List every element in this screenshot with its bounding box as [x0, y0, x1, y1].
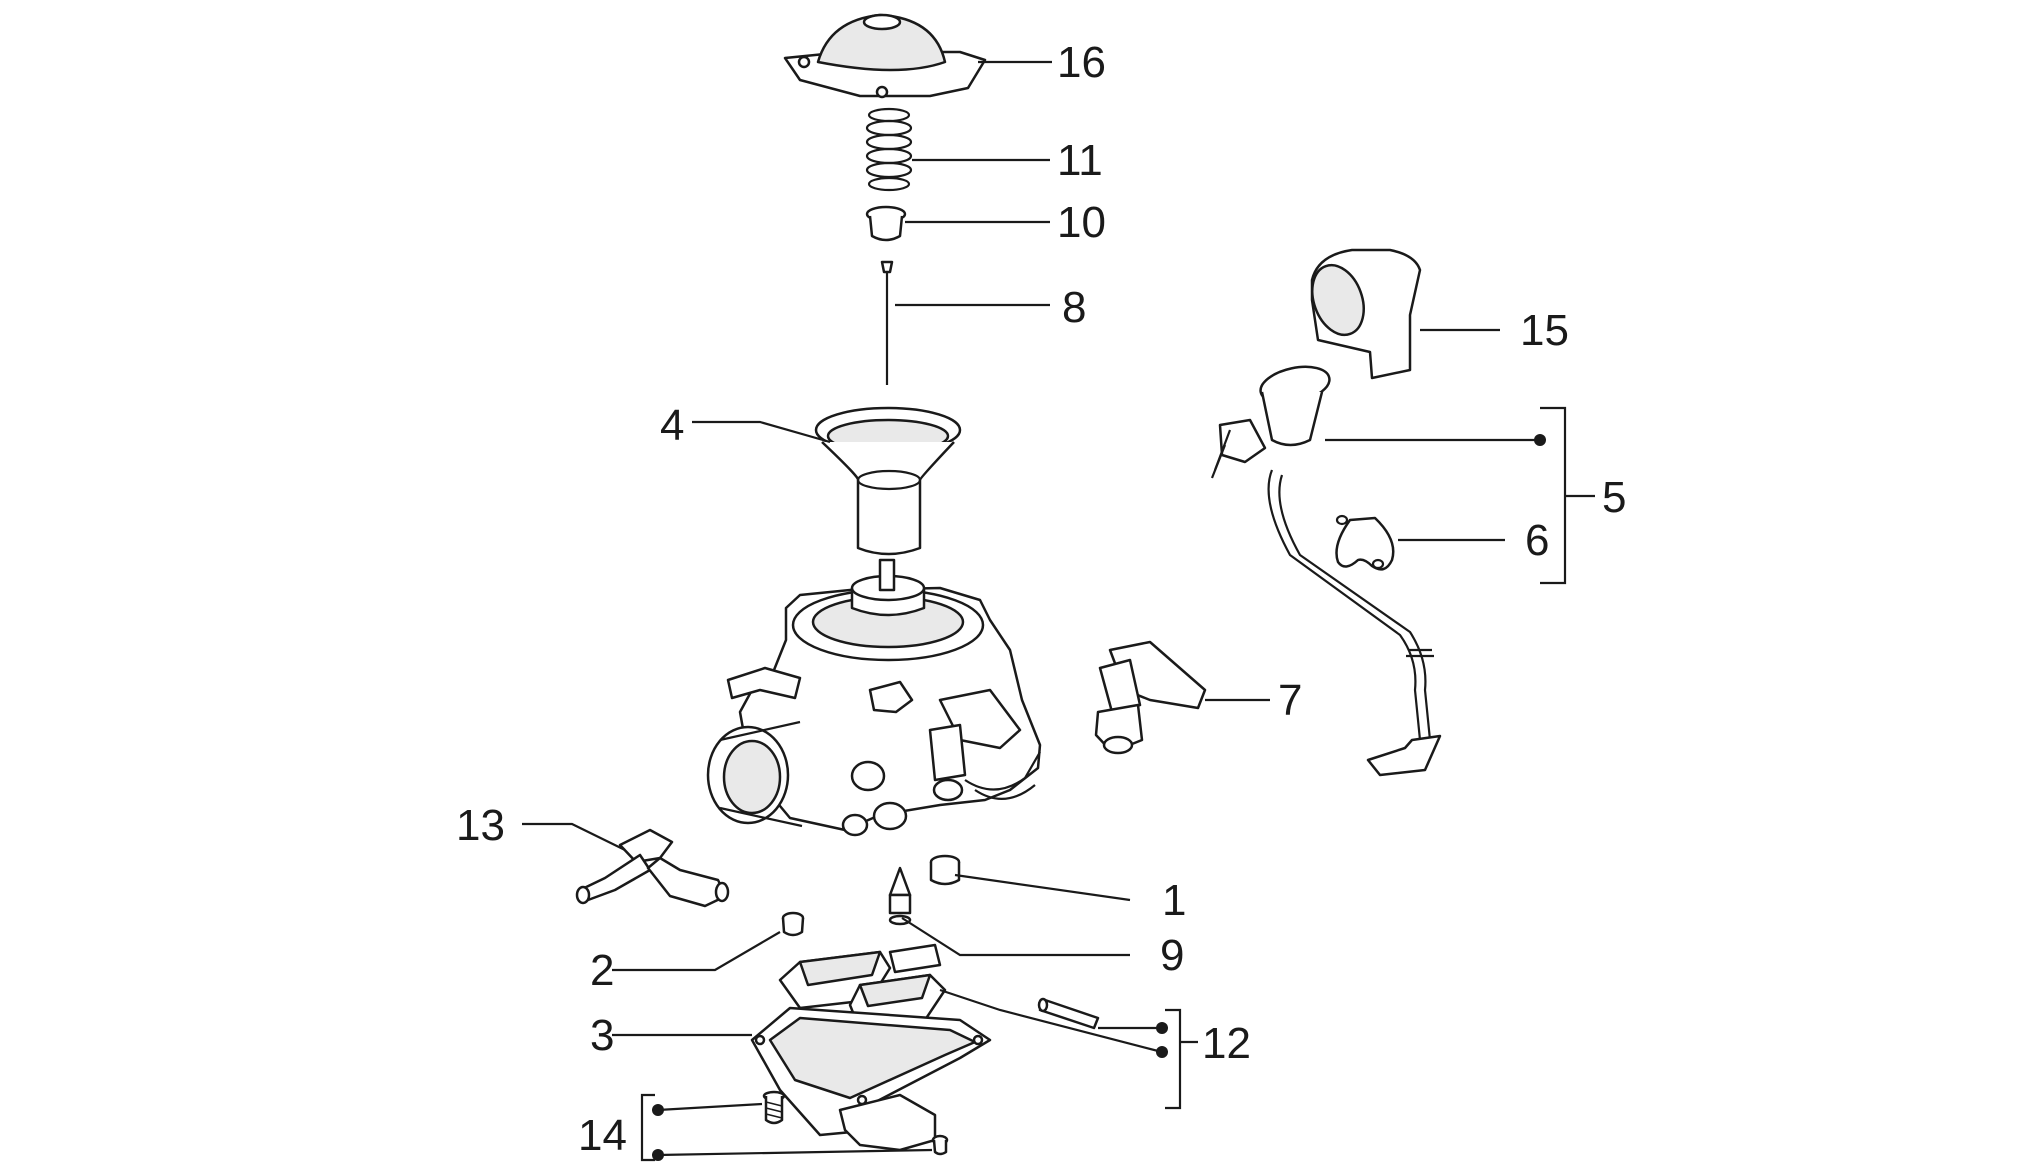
callout-5: 5: [1602, 473, 1626, 522]
callout-labels: 16 11 10 8 4 15 5 6 7 13 1 9 2 3 12 14: [456, 38, 1626, 1160]
bracket-dot-5: [1534, 434, 1546, 446]
bracket-dots: [652, 434, 1546, 1161]
bracket-dot-12b: [1156, 1046, 1168, 1058]
part-2-main-jet: [781, 911, 805, 937]
part-13-hose-fitting: [575, 828, 730, 908]
callout-9: 9: [1160, 931, 1184, 980]
group-brackets: [640, 406, 1595, 1162]
part-1-plug-screw: [929, 854, 961, 886]
callout-15: 15: [1520, 306, 1569, 355]
callout-7: 7: [1278, 676, 1302, 725]
callout-16: 16: [1057, 38, 1106, 87]
bracket-dot-14b: [652, 1149, 664, 1161]
callout-2: 2: [590, 946, 614, 995]
part-4-diaphragm-slide: [814, 406, 962, 556]
bracket-dot-14a: [652, 1104, 664, 1116]
callout-1: 1: [1162, 876, 1186, 925]
part-5-starter-cable: [1210, 365, 1442, 777]
callout-12: 12: [1202, 1019, 1251, 1068]
carburetor-body: [706, 558, 1042, 837]
callout-10: 10: [1057, 198, 1106, 247]
part-11-spring: [865, 107, 913, 192]
callout-11: 11: [1057, 136, 1103, 185]
leader-lines: [522, 60, 1540, 1157]
part-14-screws: [762, 1090, 949, 1156]
callout-14: 14: [578, 1111, 627, 1160]
callout-8: 8: [1062, 283, 1086, 332]
part-16-top-cover: [783, 13, 987, 99]
callout-13: 13: [456, 801, 505, 850]
part-10-needle-retainer: [865, 205, 907, 242]
part-3-float-bowl: [750, 1006, 992, 1152]
callout-4: 4: [660, 401, 684, 450]
bracket-dot-12a: [1156, 1022, 1168, 1034]
part-15-rubber-cap: [1310, 248, 1422, 380]
part-7-starter-valve: [1094, 640, 1207, 755]
callout-3: 3: [590, 1011, 614, 1060]
part-8-jet-needle: [880, 260, 894, 385]
part-6-retaining-clip: [1335, 514, 1395, 571]
callout-6: 6: [1525, 516, 1549, 565]
part-9-float-needle: [888, 866, 912, 926]
